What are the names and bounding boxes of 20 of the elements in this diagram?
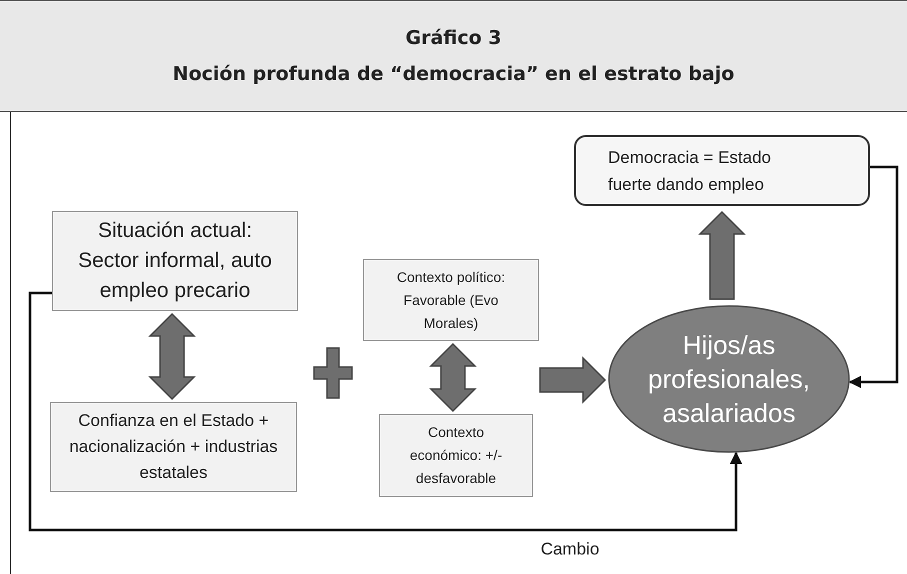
node-text: Confianza en el Estado + nacionalización + industrias estatales xyxy=(68,410,279,484)
text-box xyxy=(52,211,298,311)
diagram-title: Noción profunda de “democracia” en el estrato bajo xyxy=(172,62,734,87)
node-text: Situación actual: Sector informal, auto empleo precario xyxy=(77,218,273,304)
node-text: Contexto político: Favorable (Evo Morales) xyxy=(396,268,506,333)
figure-number: Gráfico 3 xyxy=(405,26,502,50)
ellipse-node xyxy=(608,305,850,453)
text-box xyxy=(379,414,533,497)
text-box xyxy=(363,259,539,341)
node-text: Hijos/as profesionales, asalariados xyxy=(647,329,811,430)
text-box xyxy=(50,402,297,492)
node-text: Contexto económico: +/- desfavorable xyxy=(408,423,504,488)
node-text: Democracia = Estado fuerte dando empleo xyxy=(608,146,772,196)
block-arrow xyxy=(429,342,477,412)
connector-arrow xyxy=(28,292,742,532)
connector-arrow xyxy=(848,166,898,388)
block-arrow xyxy=(698,210,746,300)
rounded-box xyxy=(574,135,870,206)
block-arrow xyxy=(539,356,606,404)
block-arrow xyxy=(148,312,196,400)
